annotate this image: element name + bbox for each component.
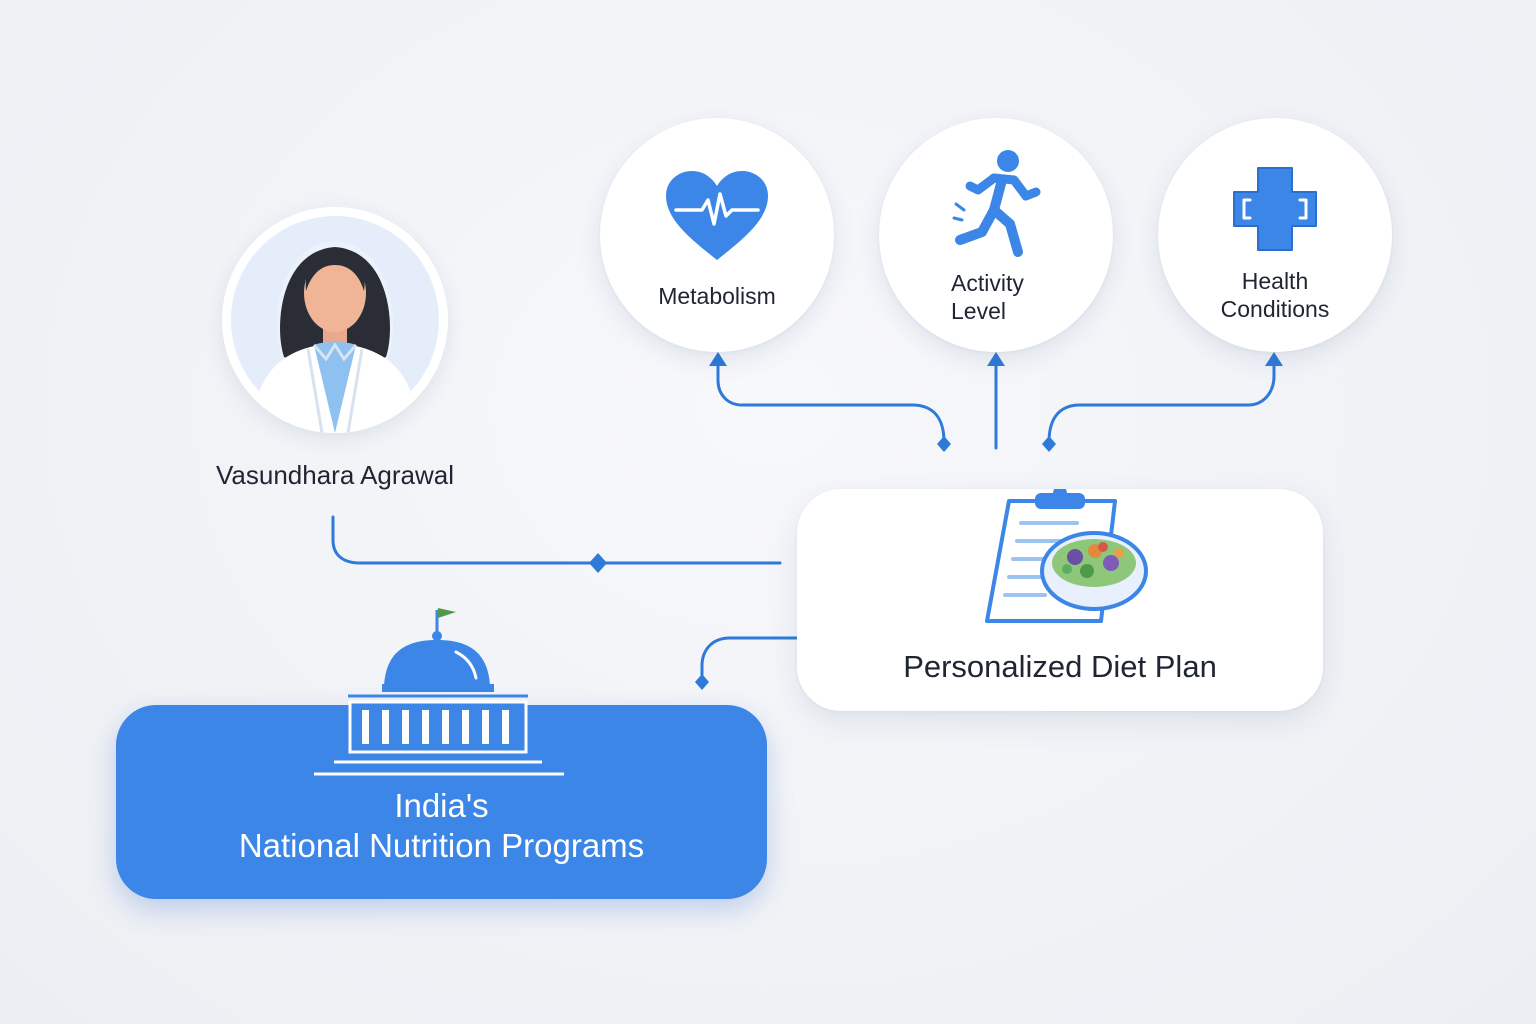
heart-pulse-icon [600,168,834,264]
connector-plan-to-health [1047,358,1276,444]
factor-metabolism: Metabolism [600,118,834,352]
doctor-avatar-icon [231,216,439,433]
arrowhead-health [1265,352,1283,366]
running-person-icon [879,148,1113,258]
connector-plan-to-metabolism [716,358,946,444]
diamond-plan-health [1042,436,1056,452]
factor-activity-level: Activity Level [879,118,1113,352]
arrowhead-metabolism [709,352,727,366]
diamond-plan-to-program [695,674,709,690]
diamond-plan-metabolism [937,436,951,452]
clipboard-salad-icon [983,486,1153,639]
government-building-icon [308,602,568,782]
plan-card: Personalized Diet Plan [797,486,1323,711]
avatar [222,207,448,433]
program-title-line2: National Nutrition Programs [238,827,645,864]
factor-health-conditions: Health Conditions [1158,118,1392,352]
program-title-line1: India's [394,787,489,824]
arrowhead-activity [987,352,1005,366]
medical-cross-icon [1158,164,1392,254]
connector-person-to-plan [331,515,782,565]
factor-label-metabolism: Metabolism [658,283,776,309]
diamond-person-to-plan [589,553,607,573]
plan-title: Personalized Diet Plan [903,649,1217,684]
factor-label-activity-level: Activity Level [951,270,1024,324]
connector-plan-to-program [700,636,798,680]
person-name: Vasundhara Agrawal [215,460,454,490]
factor-label-health-conditions: Health Conditions [1220,268,1330,322]
